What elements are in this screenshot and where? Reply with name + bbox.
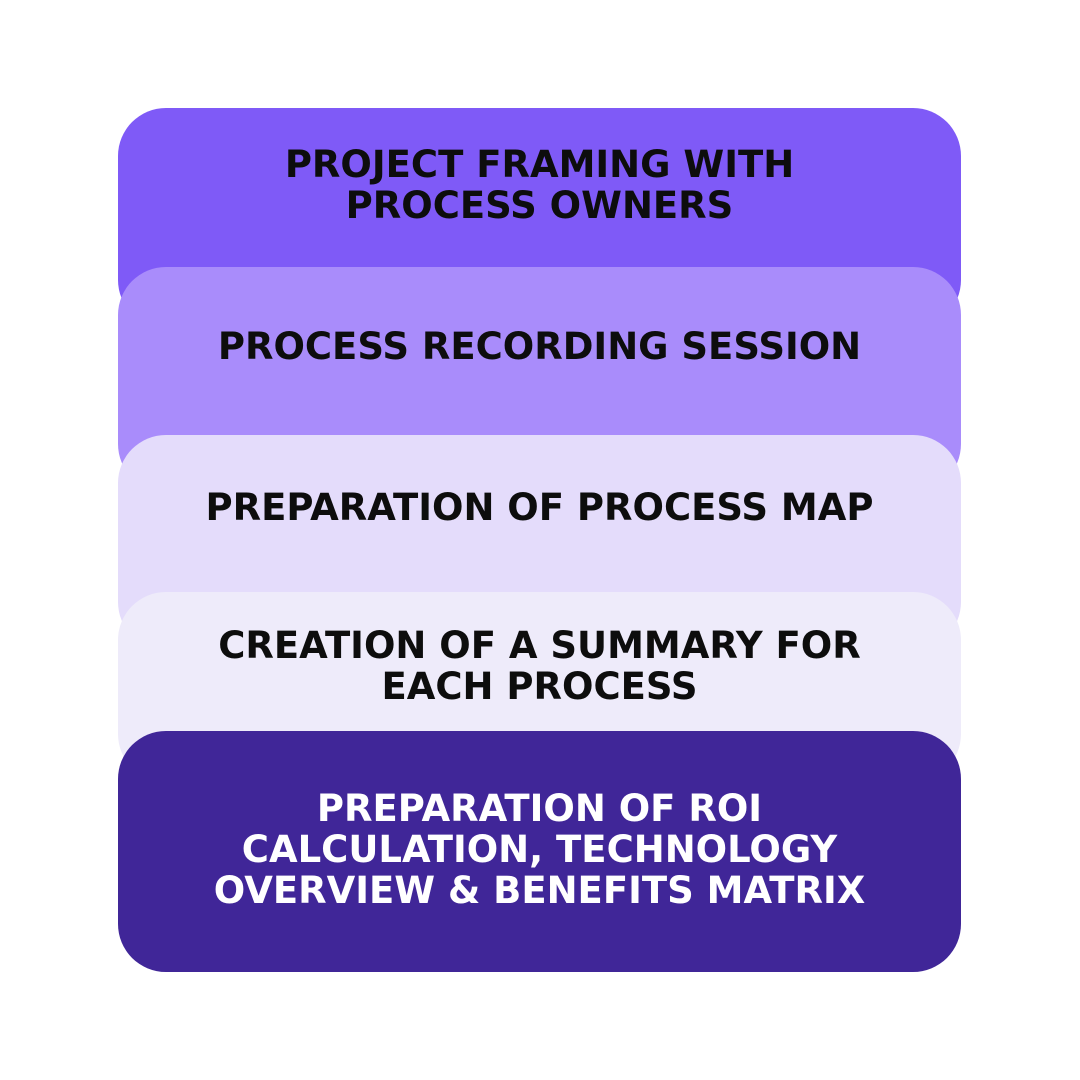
step-label: PROJECT FRAMING WITH PROCESS OWNERS	[284, 143, 795, 227]
step-roi-calculation: PREPARATION OF ROI CALCULATION, TECHNOLO…	[118, 731, 961, 972]
step-label: PROCESS RECORDING SESSION	[217, 325, 862, 368]
step-label: PREPARATION OF PROCESS MAP	[205, 486, 874, 529]
step-label: PREPARATION OF ROI CALCULATION, TECHNOLO…	[213, 787, 866, 912]
step-label: CREATION OF A SUMMARY FOR EACH PROCESS	[218, 624, 861, 708]
